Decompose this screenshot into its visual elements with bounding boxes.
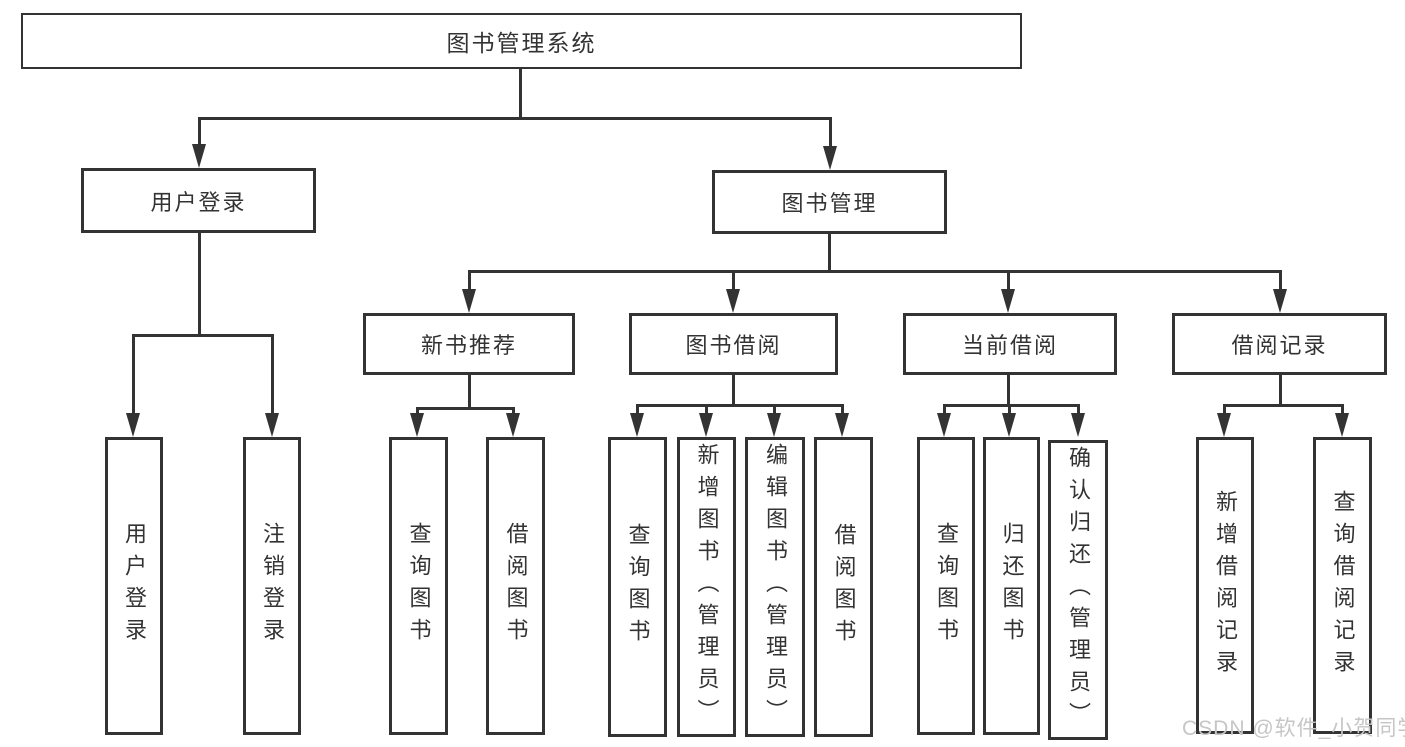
node-library-management-system: 图书管理系统 — [21, 13, 1022, 69]
connector-line — [829, 117, 832, 147]
leaf-query-borrow-record: 查询借阅记录 — [1313, 437, 1372, 734]
node-book-management: 图书管理 — [712, 170, 947, 234]
leaf-label: 编辑图书（管理员） — [763, 443, 788, 731]
arrow-down-icon — [630, 413, 644, 437]
connector-line — [132, 334, 135, 414]
arrow-down-icon — [192, 144, 206, 168]
arrow-down-icon — [410, 413, 424, 437]
connector-line — [198, 117, 201, 147]
arrow-down-icon — [699, 413, 713, 437]
leaf-add-borrow-record: 新增借阅记录 — [1196, 437, 1254, 734]
leaf-return-book: 归还图书 — [983, 437, 1040, 735]
leaf-user-login: 用户登录 — [105, 437, 163, 735]
connector-line — [416, 407, 515, 410]
node-borrowing-records: 借阅记录 — [1172, 313, 1387, 375]
connector-line — [841, 404, 844, 414]
connector-line — [636, 404, 639, 414]
arrow-down-icon — [126, 413, 140, 437]
connector-line — [519, 67, 522, 120]
connector-line — [416, 407, 419, 417]
leaf-label: 借阅图书 — [503, 522, 529, 650]
node-label: 图书管理系统 — [446, 30, 597, 56]
leaf-borrow-books-recommend: 借阅图书 — [486, 437, 545, 735]
arrow-down-icon — [506, 413, 520, 437]
arrow-down-icon — [767, 413, 781, 437]
arrow-down-icon — [1002, 413, 1016, 437]
connector-line — [468, 270, 1282, 273]
connector-line — [828, 234, 831, 272]
node-label: 当前借阅 — [961, 333, 1058, 358]
leaf-label: 新增借阅记录 — [1213, 489, 1238, 682]
arrow-down-icon — [265, 413, 279, 437]
connector-line — [1223, 404, 1226, 414]
leaf-label: 查询图书 — [625, 523, 651, 651]
arrow-down-icon — [835, 413, 849, 437]
leaf-query-books-current: 查询图书 — [917, 437, 975, 735]
connector-line — [198, 233, 201, 337]
arrow-down-icon — [726, 289, 740, 313]
connector-line — [132, 334, 274, 337]
connector-line — [1008, 404, 1011, 414]
leaf-label: 确认归还（管理员） — [1066, 446, 1091, 734]
arrow-down-icon — [462, 289, 476, 313]
connector-line — [1007, 270, 1010, 292]
connector-line — [1223, 404, 1344, 407]
leaf-label: 用户登录 — [122, 522, 147, 650]
connector-line — [512, 407, 515, 417]
node-label: 图书管理 — [781, 191, 878, 216]
connector-line — [271, 334, 274, 414]
leaf-edit-book-admin: 编辑图书（管理员） — [745, 437, 805, 737]
leaf-label: 归还图书 — [999, 522, 1025, 650]
node-user-login: 用户登录 — [81, 168, 316, 233]
leaf-add-book-admin: 新增图书（管理员） — [677, 437, 736, 737]
node-label: 新书推荐 — [420, 333, 517, 358]
arrow-down-icon — [1217, 413, 1231, 437]
node-book-borrowing: 图书借阅 — [629, 313, 838, 375]
connector-line — [705, 404, 708, 414]
node-current-borrowing: 当前借阅 — [903, 313, 1117, 375]
leaf-label: 查询借阅记录 — [1330, 489, 1356, 682]
node-new-book-recommendation: 新书推荐 — [363, 313, 575, 375]
node-label: 图书借阅 — [685, 333, 782, 358]
leaf-label: 新增图书（管理员） — [694, 443, 720, 731]
connector-line — [1279, 375, 1282, 406]
leaf-logout: 注销登录 — [243, 437, 301, 735]
arrow-down-icon — [937, 413, 951, 437]
node-label: 用户登录 — [150, 189, 247, 215]
arrow-down-icon — [1071, 413, 1085, 437]
node-label: 借阅记录 — [1231, 333, 1328, 358]
arrow-down-icon — [1335, 413, 1349, 437]
connector-line — [1341, 404, 1344, 414]
leaf-query-books-borrow: 查询图书 — [608, 437, 667, 737]
arrow-down-icon — [1001, 289, 1015, 313]
connector-line — [773, 404, 776, 414]
connector-line — [198, 117, 832, 120]
connector-line — [468, 270, 471, 292]
csdn-watermark: CSDN @软件_小贺同学 — [1182, 717, 1405, 740]
leaf-confirm-return-admin: 确认归还（管理员） — [1048, 440, 1108, 740]
connector-line — [636, 404, 844, 407]
connector-line — [468, 375, 471, 409]
connector-line — [943, 404, 1080, 407]
arrow-down-icon — [823, 146, 837, 170]
leaf-borrow-books: 借阅图书 — [814, 437, 873, 737]
leaf-label: 查询图书 — [406, 522, 432, 650]
leaf-label: 查询图书 — [934, 522, 959, 650]
connector-line — [1077, 404, 1080, 414]
leaf-label: 注销登录 — [260, 522, 285, 650]
connector-line — [943, 404, 946, 414]
connector-line — [1007, 375, 1010, 406]
connector-line — [1279, 270, 1282, 292]
connector-line — [732, 270, 735, 292]
leaf-query-books-recommend: 查询图书 — [389, 437, 448, 735]
leaf-label: 借阅图书 — [831, 523, 857, 651]
connector-line — [732, 375, 735, 406]
arrow-down-icon — [1273, 289, 1287, 313]
